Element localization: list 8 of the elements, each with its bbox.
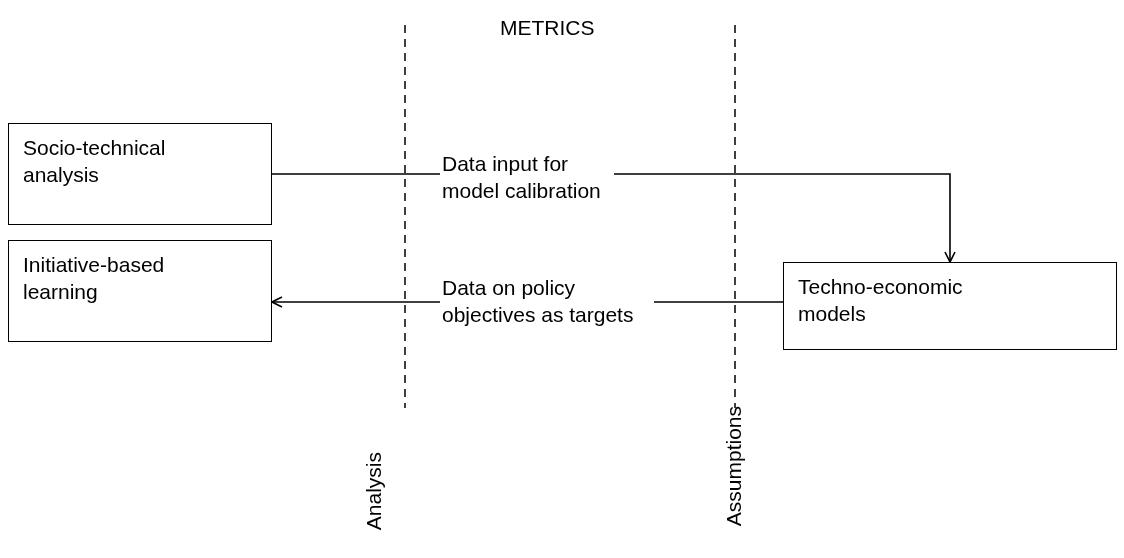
process-box xyxy=(8,123,272,225)
box-text: Socio-technical analysis xyxy=(23,135,167,189)
axis-label: Assumptions xyxy=(723,406,744,527)
axis-label: Analysis xyxy=(363,452,384,531)
box-text: Techno-economic models xyxy=(798,274,964,328)
process-box xyxy=(8,240,272,342)
box-text: Initiative-based learning xyxy=(23,252,166,306)
process-box xyxy=(783,262,1117,350)
